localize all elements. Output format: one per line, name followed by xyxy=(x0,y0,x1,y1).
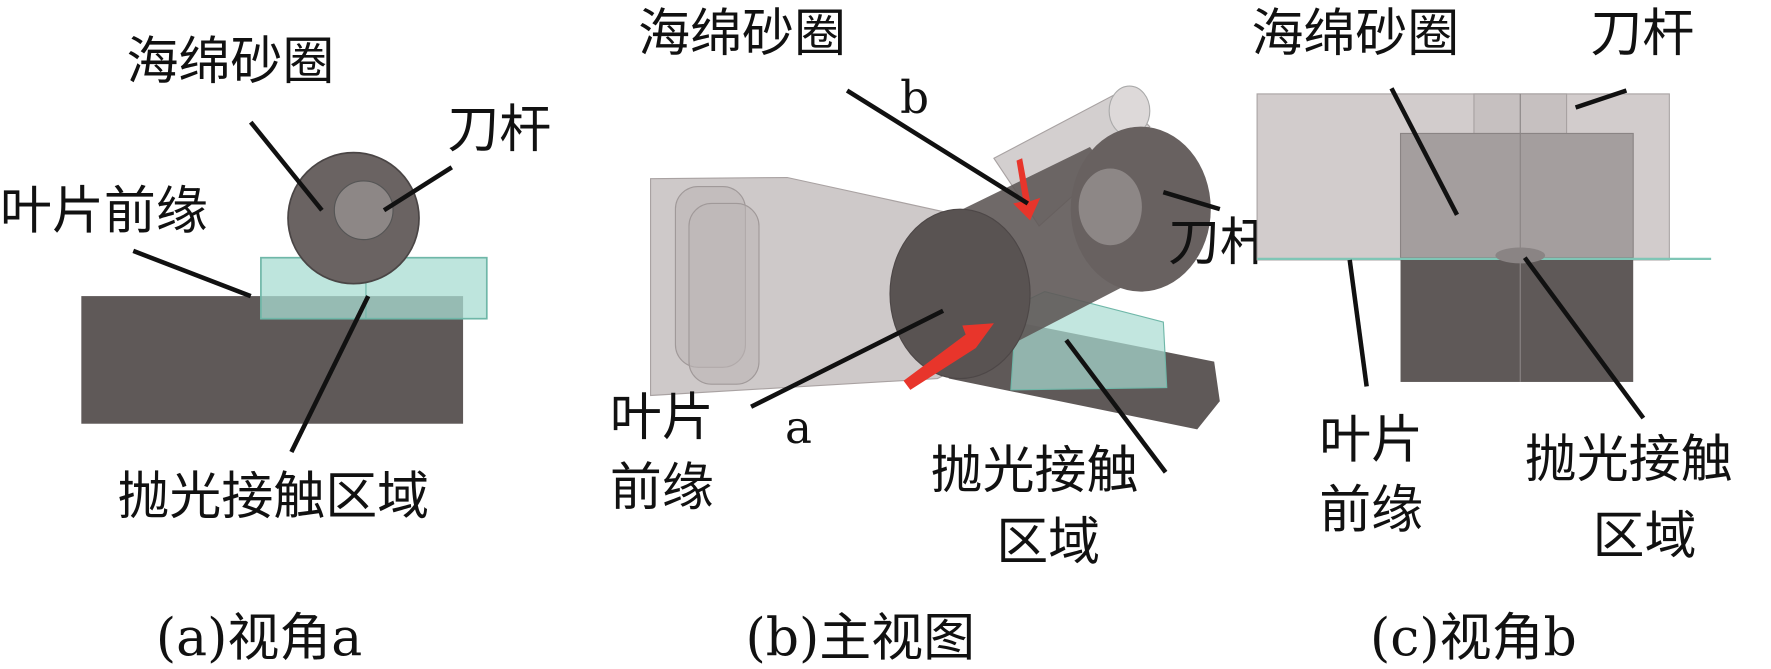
caption-b: (b)主视图 xyxy=(745,608,975,668)
label-polish-contact-area: 抛光接触区域 xyxy=(117,467,429,527)
label-sponge-ring: 海绵砂圈 xyxy=(638,4,846,64)
sponge-ring-upper xyxy=(1399,132,1634,259)
label-sponge-ring: 海绵砂圈 xyxy=(127,32,335,92)
caption-c: (c)视角b xyxy=(1370,608,1577,668)
tool-shank xyxy=(333,180,394,241)
label-tool-shank: 刀杆 xyxy=(1590,4,1694,64)
sponge-ring xyxy=(889,126,1211,380)
panel-c: 海绵砂圈 刀杆 叶片 前缘 抛光接触 区域 (c)视角b xyxy=(1251,4,1732,668)
label-blade-leading-edge-1: 叶片 xyxy=(610,388,714,448)
arrow-a-label: a xyxy=(785,401,812,454)
label-sponge-ring: 海绵砂圈 xyxy=(1251,4,1459,64)
label-contact-area-2: 区域 xyxy=(1593,507,1697,567)
label-blade-leading-edge-2: 前缘 xyxy=(610,458,714,518)
label-contact-area-1: 抛光接触 xyxy=(931,441,1139,501)
panel-b: 海绵砂圈 刀杆 b a 叶片 前缘 抛光接触 区域 (b)主视图 xyxy=(610,4,1272,668)
label-tool-shank: 刀杆 xyxy=(1168,213,1272,273)
arrow-b-label: b xyxy=(900,71,929,124)
label-tool-shank: 刀杆 xyxy=(447,100,551,160)
label-contact-area-1: 抛光接触 xyxy=(1525,430,1733,490)
panel-a: 海绵砂圈 刀杆 叶片前缘 抛光接触区域 (a)视角a xyxy=(0,32,551,668)
contact-area xyxy=(1495,247,1546,264)
label-blade-leading-edge: 叶片前缘 xyxy=(0,181,208,241)
label-blade-leading-edge-1: 叶片 xyxy=(1319,411,1423,471)
caption-a: (a)视角a xyxy=(156,608,362,668)
arrow-b xyxy=(1013,158,1041,221)
label-blade-leading-edge-2: 前缘 xyxy=(1319,481,1423,541)
sponge-ring-lower xyxy=(1400,259,1634,382)
label-contact-area-2: 区域 xyxy=(996,512,1100,572)
arrow-a xyxy=(903,323,994,390)
